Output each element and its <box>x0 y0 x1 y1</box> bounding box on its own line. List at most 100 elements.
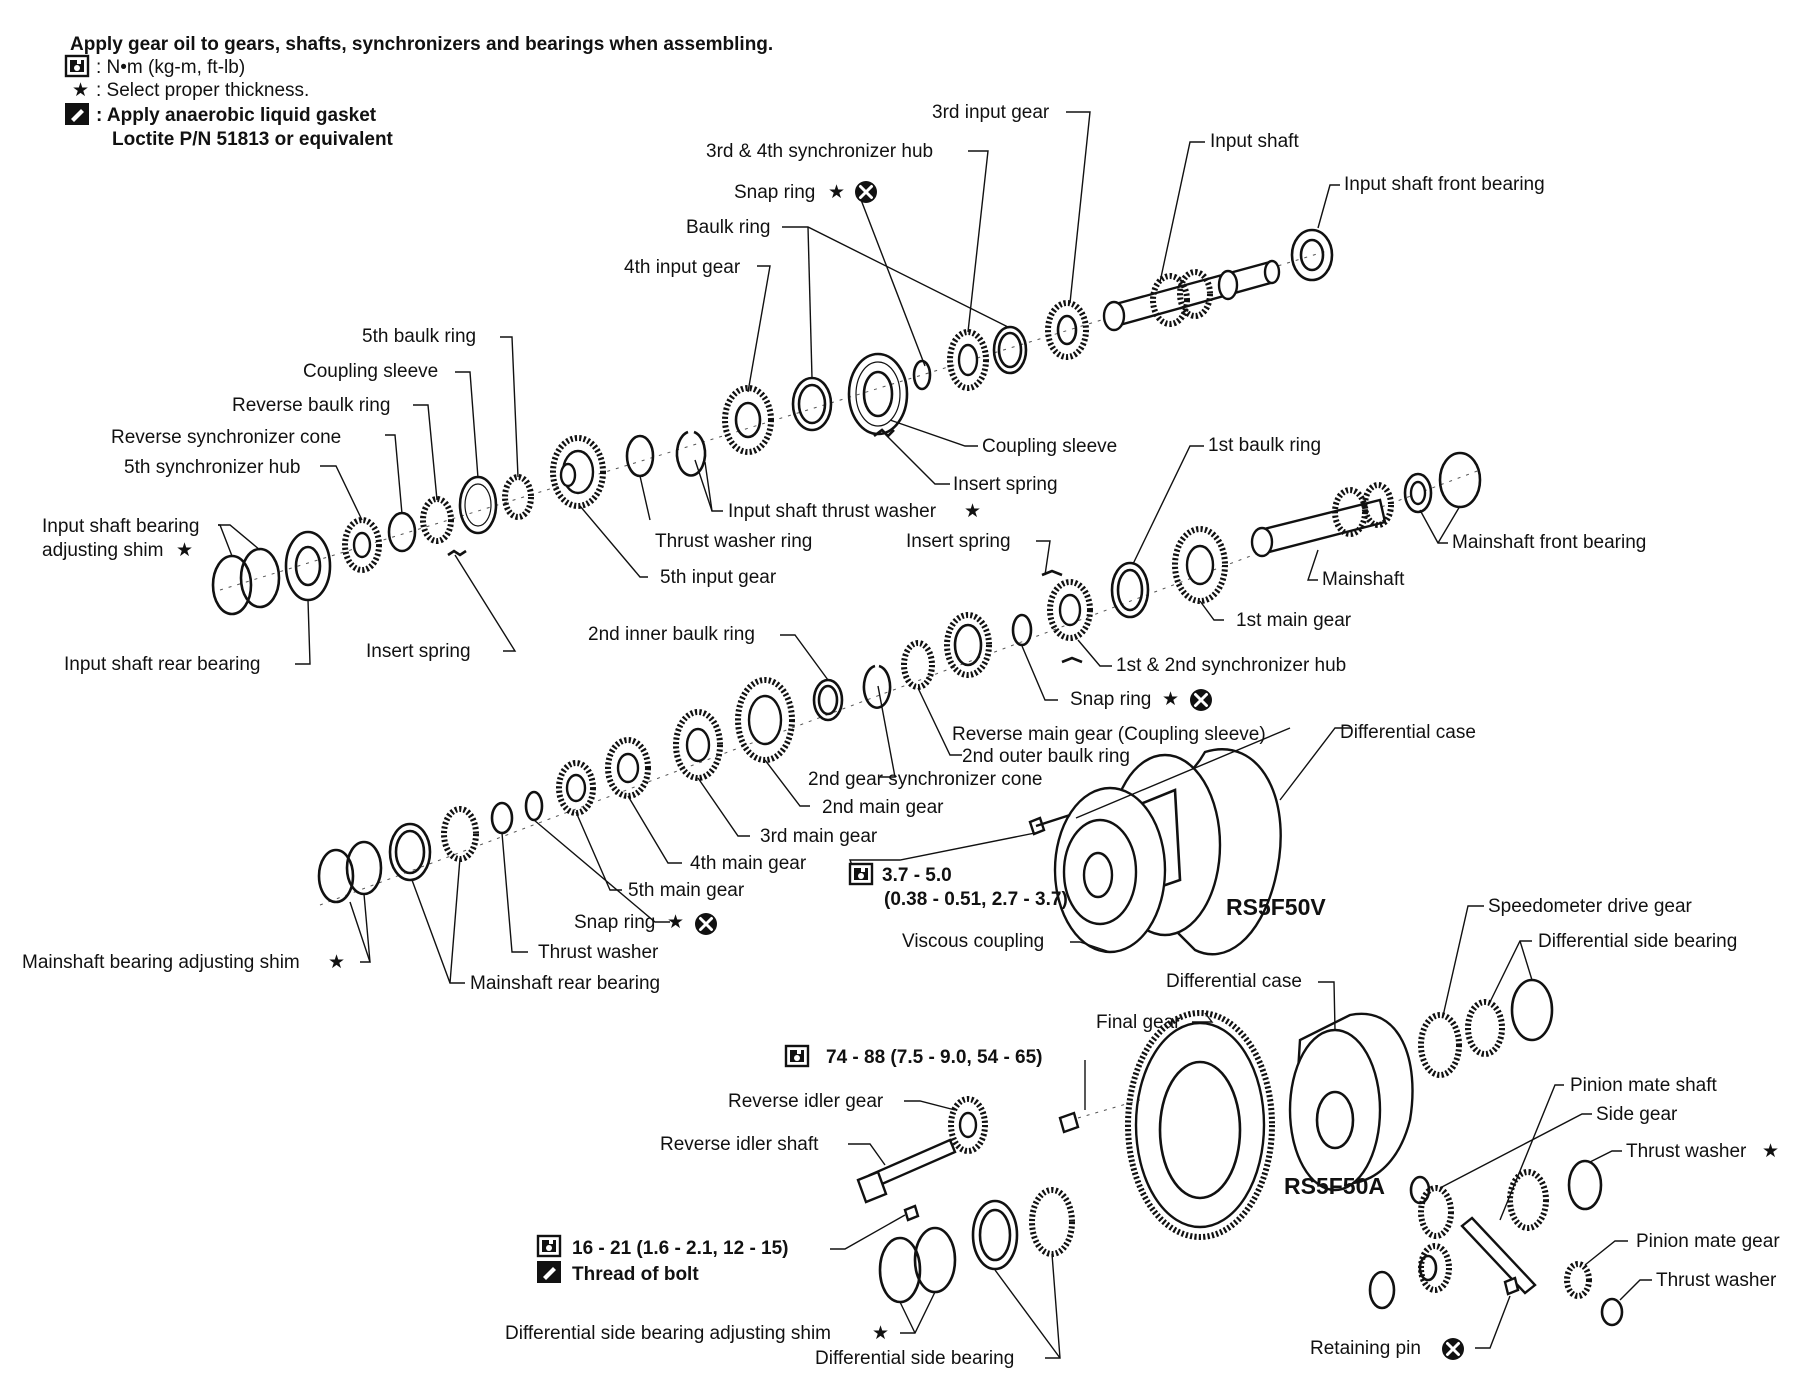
label-third-input-gear: 3rd input gear <box>932 102 1050 123</box>
label-thread-of-bolt: Thread of bolt <box>572 1264 699 1285</box>
baulk-ring-third <box>992 325 1028 375</box>
input-shaft-front-bearing <box>1290 228 1334 282</box>
reverse-baulk-ring-part <box>420 496 454 544</box>
first-second-sync-hub-part <box>1047 579 1093 641</box>
label-coupling-sleeve-right: Coupling sleeve <box>982 436 1117 457</box>
label-baulk-ring: Baulk ring <box>686 217 771 238</box>
label-reverse-idler-gear: Reverse idler gear <box>728 1091 884 1112</box>
label-snap-ring-low: Snap ring <box>574 912 655 933</box>
mainshaft-assembly <box>317 451 1482 906</box>
label-input-shaft-rear-bearing: Input shaft rear bearing <box>64 654 260 675</box>
label-retaining-pin: Retaining pin <box>1310 1338 1421 1359</box>
torque-wrench-icon <box>848 862 874 886</box>
star-icon: ★ <box>176 540 193 561</box>
label-insert-spring-left: Insert spring <box>366 641 471 662</box>
legend-gasket-line2: Loctite P/N 51813 or equivalent <box>112 129 394 150</box>
reverse-sync-cone-part <box>387 511 417 553</box>
label-fifth-input-gear: 5th input gear <box>660 567 777 588</box>
idler-bolt-part <box>903 1204 920 1222</box>
insert-spring-top-part <box>873 428 895 438</box>
side-gear-part <box>1418 1185 1454 1239</box>
mainshaft-shim-part-2 <box>317 848 355 904</box>
label-thrust-washer-right: Thrust washer <box>1626 1141 1747 1162</box>
diff-shim-part-1 <box>913 1226 957 1294</box>
label-input-shaft-bearing-shim-1: Input shaft bearing <box>42 516 199 537</box>
label-second-main-gear: 2nd main gear <box>822 797 944 818</box>
insert-spring-left-part <box>447 549 467 557</box>
label-input-shaft-bearing-shim-2: adjusting shim <box>42 540 163 561</box>
diff-side-bearing-top-part <box>1510 978 1554 1042</box>
reverse-idler-shaft-part <box>868 1138 957 1189</box>
label-thrust-washer-ring: Thrust washer ring <box>655 531 812 552</box>
label-mainshaft-front-bearing: Mainshaft front bearing <box>1452 532 1646 553</box>
snap-ring-top-part <box>912 359 932 391</box>
torque-wrench-icon <box>64 54 90 78</box>
retaining-pin-part <box>1503 1276 1520 1296</box>
label-fifth-baulk-ring: 5th baulk ring <box>362 326 476 347</box>
star-icon: ★ <box>1162 689 1179 710</box>
torque-wrench-icon <box>536 1234 562 1258</box>
legend: Apply gear oil to gears, shafts, synchro… <box>64 34 773 150</box>
label-pinion-mate-gear: Pinion mate gear <box>1636 1231 1780 1252</box>
label-differential-side-bearing-top: Differential side bearing <box>1538 931 1737 952</box>
star-icon: ★ <box>667 912 684 933</box>
pinion-mate-gear-part <box>1564 1261 1592 1299</box>
pinion-mate-shaft-part <box>1460 1216 1537 1295</box>
star-icon: ★ <box>872 1323 889 1344</box>
input-shaft-assembly <box>211 228 1334 616</box>
label-input-shaft-thrust-washer: Input shaft thrust washer <box>728 501 937 522</box>
label-speedometer-drive-gear: Speedometer drive gear <box>1488 896 1693 917</box>
legend-gasket-line1: : Apply anaerobic liquid gasket <box>96 105 377 126</box>
third-main-gear-part <box>673 709 723 781</box>
label-torque-idler: 16 - 21 (1.6 - 2.1, 12 - 15) <box>572 1238 789 1259</box>
label-second-gear-sync-cone: 2nd gear synchronizer cone <box>808 769 1042 790</box>
diff-side-bearing-bottom-part <box>1029 1187 1075 1257</box>
thrust-washer-bottom-part <box>1600 1297 1624 1327</box>
do-not-reuse-icon <box>693 911 719 937</box>
label-insert-spring-top: Insert spring <box>953 474 1058 495</box>
leader-lines <box>218 111 1652 1359</box>
input-shaft-thrust-washer-part <box>675 430 707 477</box>
star-icon: ★ <box>964 501 981 522</box>
legend-torque-unit: : N•m (kg-m, ft-lb) <box>96 57 245 78</box>
star-icon: ★ <box>328 952 345 973</box>
first-main-gear-part <box>1172 526 1228 604</box>
label-fourth-main-gear: 4th main gear <box>690 853 807 874</box>
label-snap-ring-top: Snap ring <box>734 182 815 203</box>
fifth-sync-hub-part <box>342 517 382 573</box>
label-model-rs5f50v: RS5F50V <box>1226 894 1326 920</box>
label-side-gear: Side gear <box>1596 1104 1678 1125</box>
final-gear-part <box>1125 1010 1275 1240</box>
coupling-sleeve-part <box>847 352 909 436</box>
diff-shim-part-2 <box>878 1236 922 1304</box>
viscous-coupling-assembly <box>1028 748 1282 956</box>
label-first-second-sync-hub: 1st & 2nd synchronizer hub <box>1116 655 1346 676</box>
reverse-idler-gear-part <box>948 1096 988 1154</box>
liquid-gasket-icon <box>65 103 89 125</box>
label-fourth-input-gear: 4th input gear <box>624 257 741 278</box>
label-second-outer-baulk-ring: 2nd outer baulk ring <box>962 746 1130 767</box>
thrust-washer-low-part <box>490 801 514 835</box>
label-torque-viscous-1: 3.7 - 5.0 <box>882 865 952 886</box>
do-not-reuse-icon <box>1440 1336 1466 1362</box>
fourth-input-gear <box>722 385 774 455</box>
thrust-washer-ring-part <box>625 434 655 478</box>
fifth-baulk-ring-part <box>502 474 534 520</box>
second-gear-sync-cone-part <box>862 664 892 709</box>
label-snap-ring-mid: Snap ring <box>1070 689 1151 710</box>
label-mainshaft: Mainshaft <box>1322 569 1405 590</box>
mainshaft-front-bearing-part <box>1438 451 1482 509</box>
label-mainshaft-bearing-shim: Mainshaft bearing adjusting shim <box>22 952 300 973</box>
first-baulk-ring-part <box>1110 561 1150 619</box>
input-shaft-shim-part-1 <box>239 547 281 609</box>
fifth-main-gear-part <box>556 760 596 816</box>
part-labels: 3rd input gear Input shaft 3rd & 4th syn… <box>22 102 1780 1369</box>
label-differential-side-bearing-bottom: Differential side bearing <box>815 1348 1014 1369</box>
final-gear-bolt-part <box>1058 1111 1080 1134</box>
fourth-main-gear-part <box>605 737 651 799</box>
liquid-gasket-icon <box>537 1261 561 1283</box>
snap-ring-low-part <box>524 790 544 822</box>
input-shaft-rear-bearing-part <box>284 530 332 602</box>
label-fifth-sync-hub: 5th synchronizer hub <box>124 457 300 478</box>
label-first-main-gear: 1st main gear <box>1236 610 1352 631</box>
